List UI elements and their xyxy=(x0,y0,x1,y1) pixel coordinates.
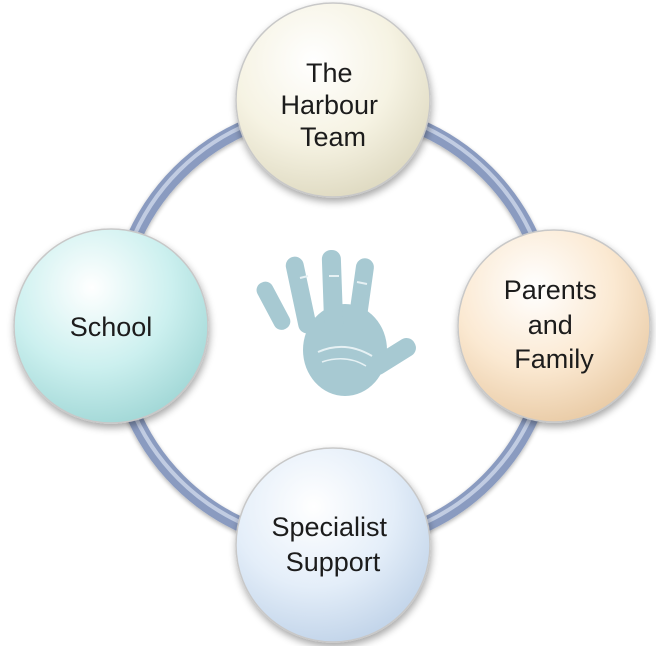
svg-text:Specialist Support: Specialist Support xyxy=(271,512,394,577)
svg-text:School: School xyxy=(70,312,153,342)
node-label-line: Specialist xyxy=(271,512,387,542)
svg-text:The Harbour Team: The Harbour Team xyxy=(280,58,385,152)
node-parents-family: Parents and Family xyxy=(457,229,651,423)
node-label-line: Support xyxy=(286,547,381,577)
node-label-line: and xyxy=(528,310,573,340)
svg-text:Parents and Family: Parents and Family xyxy=(504,275,605,374)
node-label-line: School xyxy=(70,312,153,342)
node-specialist-support: Specialist Support xyxy=(235,447,431,643)
node-label-line: Harbour xyxy=(280,90,378,120)
node-label-line: Parents xyxy=(504,275,597,305)
node-label-line: The xyxy=(306,58,353,88)
node-label-line: Team xyxy=(300,122,366,152)
node-school: School xyxy=(13,228,209,424)
node-harbour-team: The Harbour Team xyxy=(235,2,431,198)
handprint-icon xyxy=(256,249,416,396)
node-label-line: Family xyxy=(514,344,594,374)
